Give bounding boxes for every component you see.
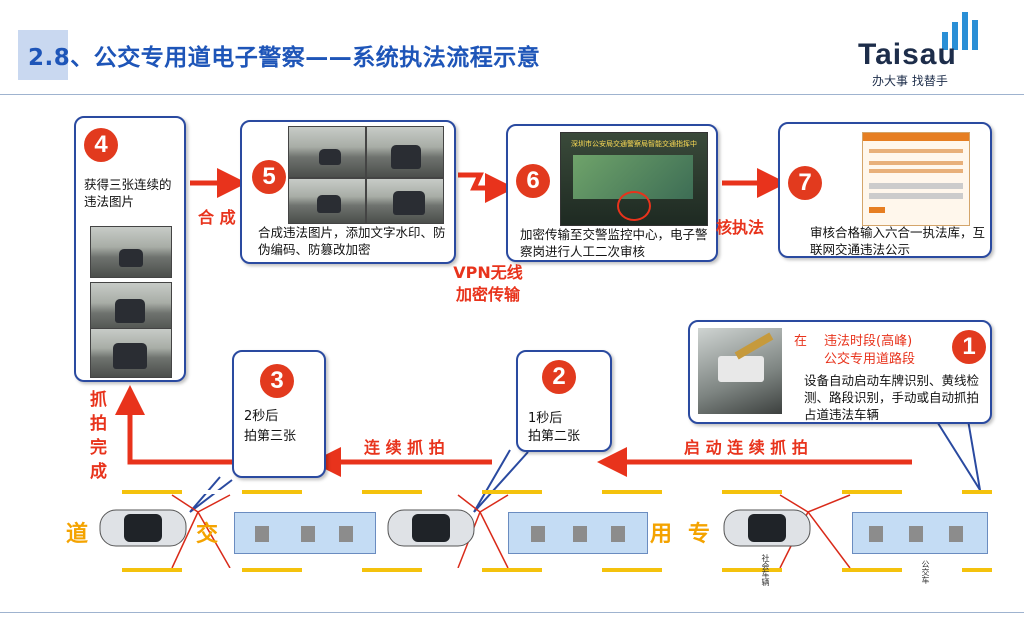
step-1-desc: 设备自动启动车牌识别、黄线检测、路段识别，手动或自动抓拍占道违法车辆 xyxy=(804,373,980,422)
label-continue-capture: 连 续 抓 拍 xyxy=(364,438,445,457)
label-review: 核执法 xyxy=(716,218,765,237)
lane-line-bottom xyxy=(62,568,992,572)
step-2-number: 2 xyxy=(542,360,576,394)
car-3-icon xyxy=(723,509,811,547)
step-2-desc-a: 1秒后 xyxy=(528,411,563,426)
header-divider xyxy=(0,94,1024,95)
step-7-box: 7 审核合格输入六合一执法库，互联网交通违法公示 xyxy=(778,122,992,258)
logo-wordmark: Taisau xyxy=(858,38,957,71)
label-capture-done: 抓 拍 完 成 xyxy=(90,388,112,484)
monitoring-center-photo: 深圳市公安局交通警察局智能交通指挥中心 xyxy=(560,132,708,226)
step-7-number: 7 xyxy=(788,166,822,200)
label-capture-done-1: 抓 xyxy=(90,390,107,410)
logo-tagline: 办大事 找替手 xyxy=(872,74,948,88)
label-capture-done-3: 完 xyxy=(90,438,107,458)
composite-photo-3 xyxy=(288,178,366,224)
composite-photo-4 xyxy=(366,178,444,224)
road-char-4: 专 xyxy=(688,522,711,547)
label-capture-done-4: 成 xyxy=(90,462,107,482)
road-char-3: 用 xyxy=(650,522,673,547)
step-4-box: 4 获得三张连续的违法图片 xyxy=(74,116,186,382)
title-accent-block xyxy=(18,30,68,80)
lane-dashes-top xyxy=(62,490,992,494)
label-synthesize: 合 成 xyxy=(198,208,236,227)
step-2-desc-b: 拍第二张 xyxy=(528,429,581,444)
camera-device-photo xyxy=(698,328,782,414)
label-start-capture: 启 动 连 续 抓 拍 xyxy=(684,438,808,457)
step-3-desc-a: 2秒后 xyxy=(244,409,279,424)
bus-1 xyxy=(234,512,376,554)
bus-3 xyxy=(852,512,988,554)
step-1-prefix: 在 xyxy=(794,334,808,349)
step-5-box: 5 合成违法图片，添加文字水印、防伪编码、防篡改加密 xyxy=(240,120,456,264)
violation-system-screenshot xyxy=(862,132,970,226)
label-vpn-line2: 加密传输 xyxy=(455,285,520,304)
composite-photo-1 xyxy=(288,126,366,178)
step-6-box: 深圳市公安局交通警察局智能交通指挥中心 6 加密传输至交警监控中心，电子警察岗进… xyxy=(506,124,718,262)
car-2-icon xyxy=(387,509,475,547)
step-1-road: 公交专用道路段 xyxy=(824,352,916,367)
step-5-number: 5 xyxy=(252,160,286,194)
label-vpn: VPN无线 加密传输 xyxy=(438,262,538,306)
label-capture-done-2: 拍 xyxy=(90,414,107,434)
step-5-desc: 合成违法图片，添加文字水印、防伪编码、防篡改加密 xyxy=(258,225,446,257)
step-3-box: 3 2秒后 拍第三张 xyxy=(232,350,326,478)
car-1-icon xyxy=(99,509,187,547)
label-vpn-line1: VPN无线 xyxy=(453,263,523,282)
step-7-desc: 审核合格输入六合一执法库，互联网交通违法公示 xyxy=(810,225,986,257)
step-1-box: 在 违法时段(高峰) 公交专用道路段 1 设备自动启动车牌识别、黄线检测、路段识… xyxy=(688,320,992,424)
step-4-number: 4 xyxy=(84,128,118,162)
road-char-2: 交 xyxy=(196,522,219,547)
lane-line-top xyxy=(62,490,992,494)
capture-photo-1 xyxy=(90,226,172,278)
step-2-box: 2 1秒后 拍第二张 xyxy=(516,350,612,452)
car-label: 社会车辆 xyxy=(761,554,770,586)
step-1-number: 1 xyxy=(952,330,986,364)
footer-divider xyxy=(0,612,1024,613)
step-3-number: 3 xyxy=(260,364,294,398)
page-title: 2.8、公交专用道电子警察——系统执法流程示意 xyxy=(28,45,541,71)
logo-bars-icon xyxy=(942,12,978,50)
bus-label: 公交车 xyxy=(921,560,930,584)
highlight-circle xyxy=(617,191,651,221)
step-1-period: 违法时段(高峰) xyxy=(824,334,913,349)
step-3-desc-b: 拍第三张 xyxy=(244,429,297,444)
road-char-1: 道 xyxy=(66,522,89,547)
center-banner: 深圳市公安局交通警察局智能交通指挥中心 xyxy=(571,140,697,148)
composite-photo-2 xyxy=(366,126,444,178)
lane-dashes-bottom xyxy=(62,568,992,572)
step-4-desc: 获得三张连续的违法图片 xyxy=(84,177,172,209)
step-6-desc: 加密传输至交警监控中心，电子警察岗进行人工二次审核 xyxy=(520,227,708,259)
step-6-number: 6 xyxy=(516,164,550,198)
capture-photo-3 xyxy=(90,328,172,378)
capture-photo-2 xyxy=(90,282,172,334)
bus-2 xyxy=(508,512,648,554)
